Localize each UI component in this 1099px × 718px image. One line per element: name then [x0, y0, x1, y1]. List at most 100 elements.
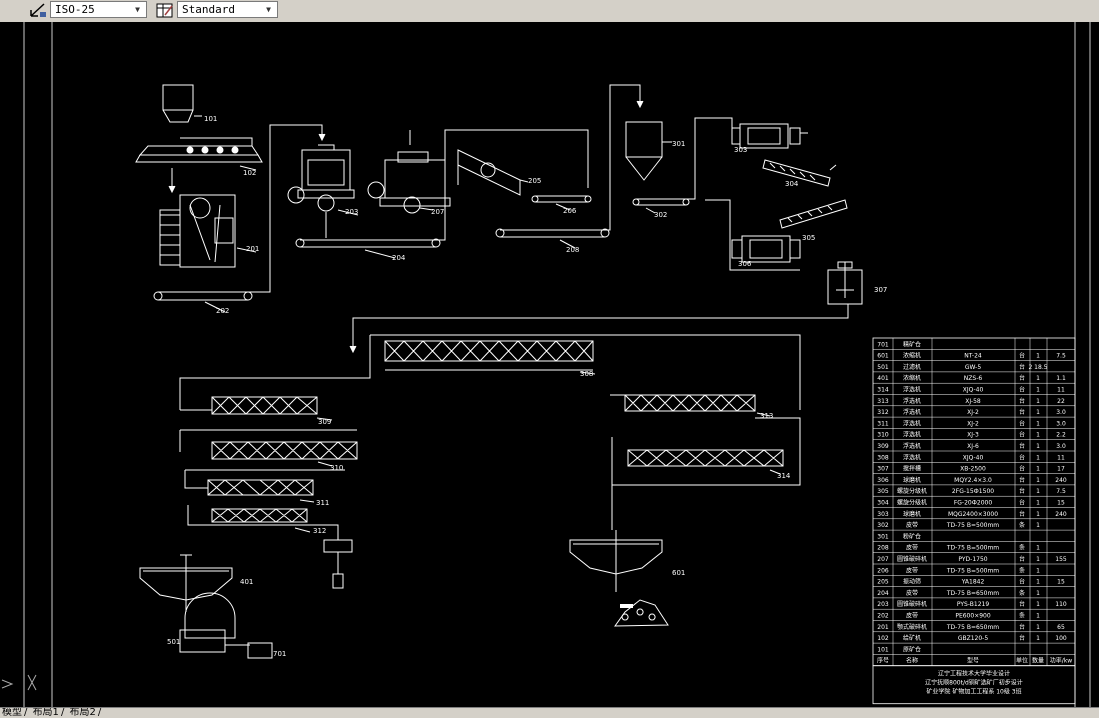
- dimension-style-select[interactable]: ISO-25 ▼: [50, 1, 147, 18]
- bom-cell: 皮带: [906, 612, 918, 620]
- bom-cell: 307: [877, 466, 889, 473]
- bom-cell: 1: [1036, 443, 1040, 450]
- bom-cell: 205: [877, 579, 889, 586]
- bom-cell: GW-5: [965, 364, 982, 371]
- bom-cell: 台: [1019, 352, 1025, 360]
- drawing-canvas[interactable]: 101 102 201 202 203 204 205 206 207 208 …: [0, 22, 1099, 707]
- label-205: 205: [528, 177, 541, 185]
- label-304: 304: [785, 180, 799, 188]
- bom-cell: 309: [877, 443, 889, 450]
- bom-cell: 15: [1057, 579, 1065, 586]
- bom-cell: XJ-58: [965, 398, 981, 405]
- bom-cell: 155: [1055, 556, 1067, 563]
- label-314: 314: [777, 472, 791, 480]
- bom-cell: 7.5: [1056, 353, 1066, 360]
- label-204: 204: [392, 254, 406, 262]
- bom-cell: 螺旋分级机: [897, 499, 927, 507]
- bom-cell: 台: [1019, 578, 1025, 586]
- bom-cell: 11: [1057, 387, 1065, 394]
- bom-cell: PYD-1750: [958, 556, 987, 563]
- bom-cell: 浮选机: [903, 408, 921, 416]
- label-208: 208: [566, 246, 579, 254]
- label-303: 303: [734, 146, 747, 154]
- bom-cell: 15: [1057, 500, 1065, 507]
- bom-cell: 条: [1019, 612, 1025, 620]
- bom-cell: 204: [877, 590, 889, 597]
- bom-cell: 3.0: [1056, 443, 1066, 450]
- label-301: 301: [672, 140, 685, 148]
- bom-cell: 1: [1036, 466, 1040, 473]
- bom-cell: 台: [1019, 397, 1025, 405]
- bom-cell: 1.1: [1056, 375, 1066, 382]
- bom-cell: 球磨机: [903, 476, 921, 484]
- vibrating-screen-205: [457, 149, 529, 196]
- bom-cell: 台: [1019, 465, 1025, 473]
- bom-cell: 401: [877, 375, 889, 382]
- bom-cell: 台: [1019, 374, 1025, 382]
- bom-cell: MQY2.4×3.0: [954, 477, 992, 484]
- bom-cell: 台: [1019, 600, 1025, 608]
- bom-cell: 台: [1019, 386, 1025, 394]
- title-block-line: 辽宁工程技术大学毕业设计: [938, 670, 1010, 678]
- bom-cell: 311: [877, 420, 889, 427]
- tab-model[interactable]: 模型: [2, 707, 22, 718]
- label-307: 307: [874, 286, 887, 294]
- label-313: 313: [760, 412, 773, 420]
- bom-cell: 1: [1036, 387, 1040, 394]
- bom-cell: PE600×900: [955, 613, 991, 620]
- bom-cell: 浮选机: [903, 419, 921, 427]
- label-601: 601: [672, 569, 685, 577]
- bom-cell: NT-24: [964, 353, 982, 360]
- bom-cell: 22: [1057, 398, 1065, 405]
- label-203: 203: [345, 208, 358, 216]
- table-style-icon[interactable]: [155, 1, 175, 19]
- bom-cell: 浮选机: [903, 397, 921, 405]
- bom-cell: 1: [1036, 511, 1040, 518]
- tab-layout2[interactable]: 布局2: [69, 707, 96, 718]
- bom-cell: 1: [1036, 432, 1040, 439]
- bom-cell: 台: [1019, 623, 1025, 631]
- ore-bin-101: [162, 84, 202, 123]
- ball-mill-306: [731, 235, 801, 263]
- label-311: 311: [316, 499, 329, 507]
- belt-202: [153, 291, 253, 313]
- bom-cell: 条: [1019, 566, 1025, 574]
- filter-501: [179, 592, 250, 653]
- bom-cell: 1: [1036, 500, 1040, 507]
- bom-cell: XJ-3: [967, 432, 979, 439]
- bom-cell: 65: [1057, 624, 1065, 631]
- bom-cell: 浮选机: [903, 442, 921, 450]
- bom-cell: 201: [877, 624, 889, 631]
- belt-204: [295, 238, 441, 259]
- bom-cell: 浓缩机: [903, 352, 921, 360]
- chevron-down-icon[interactable]: ▼: [266, 5, 271, 14]
- bom-cell: TD-75 B=500mm: [946, 545, 999, 552]
- bom-cell: 206: [877, 567, 889, 574]
- bom-cell: 台: [1019, 408, 1025, 416]
- dimension-style-icon[interactable]: [28, 1, 48, 19]
- bom-cell: 皮带: [906, 589, 918, 597]
- bom-cell: 2 18.5: [1028, 364, 1047, 371]
- flotation-310: [179, 429, 358, 467]
- bom-cell: 1: [1036, 613, 1040, 620]
- ball-mill-303: [731, 123, 808, 149]
- label-308: 308: [580, 370, 593, 378]
- bom-cell: 1: [1036, 556, 1040, 563]
- bom-cell: 球磨机: [903, 510, 921, 518]
- chevron-down-icon[interactable]: ▼: [135, 5, 140, 14]
- bom-cell: 1: [1036, 477, 1040, 484]
- bom-cell: XJQ-40: [963, 387, 984, 394]
- bom-cell: 1: [1036, 545, 1040, 552]
- fine-ore-bin-301: [625, 121, 672, 181]
- bom-cell: 粉矿仓: [903, 532, 921, 540]
- bom-cell: 601: [877, 353, 889, 360]
- flotation-314: [611, 437, 801, 486]
- table-style-select[interactable]: Standard ▼: [177, 1, 278, 18]
- label-101: 101: [204, 115, 217, 123]
- bom-cell: 240: [1055, 477, 1067, 484]
- bom-cell: 305: [877, 488, 889, 495]
- tab-layout1[interactable]: 布局1: [32, 707, 59, 718]
- table-style-value: Standard: [182, 3, 235, 16]
- bom-header-cell: 功率/kw: [1050, 657, 1072, 665]
